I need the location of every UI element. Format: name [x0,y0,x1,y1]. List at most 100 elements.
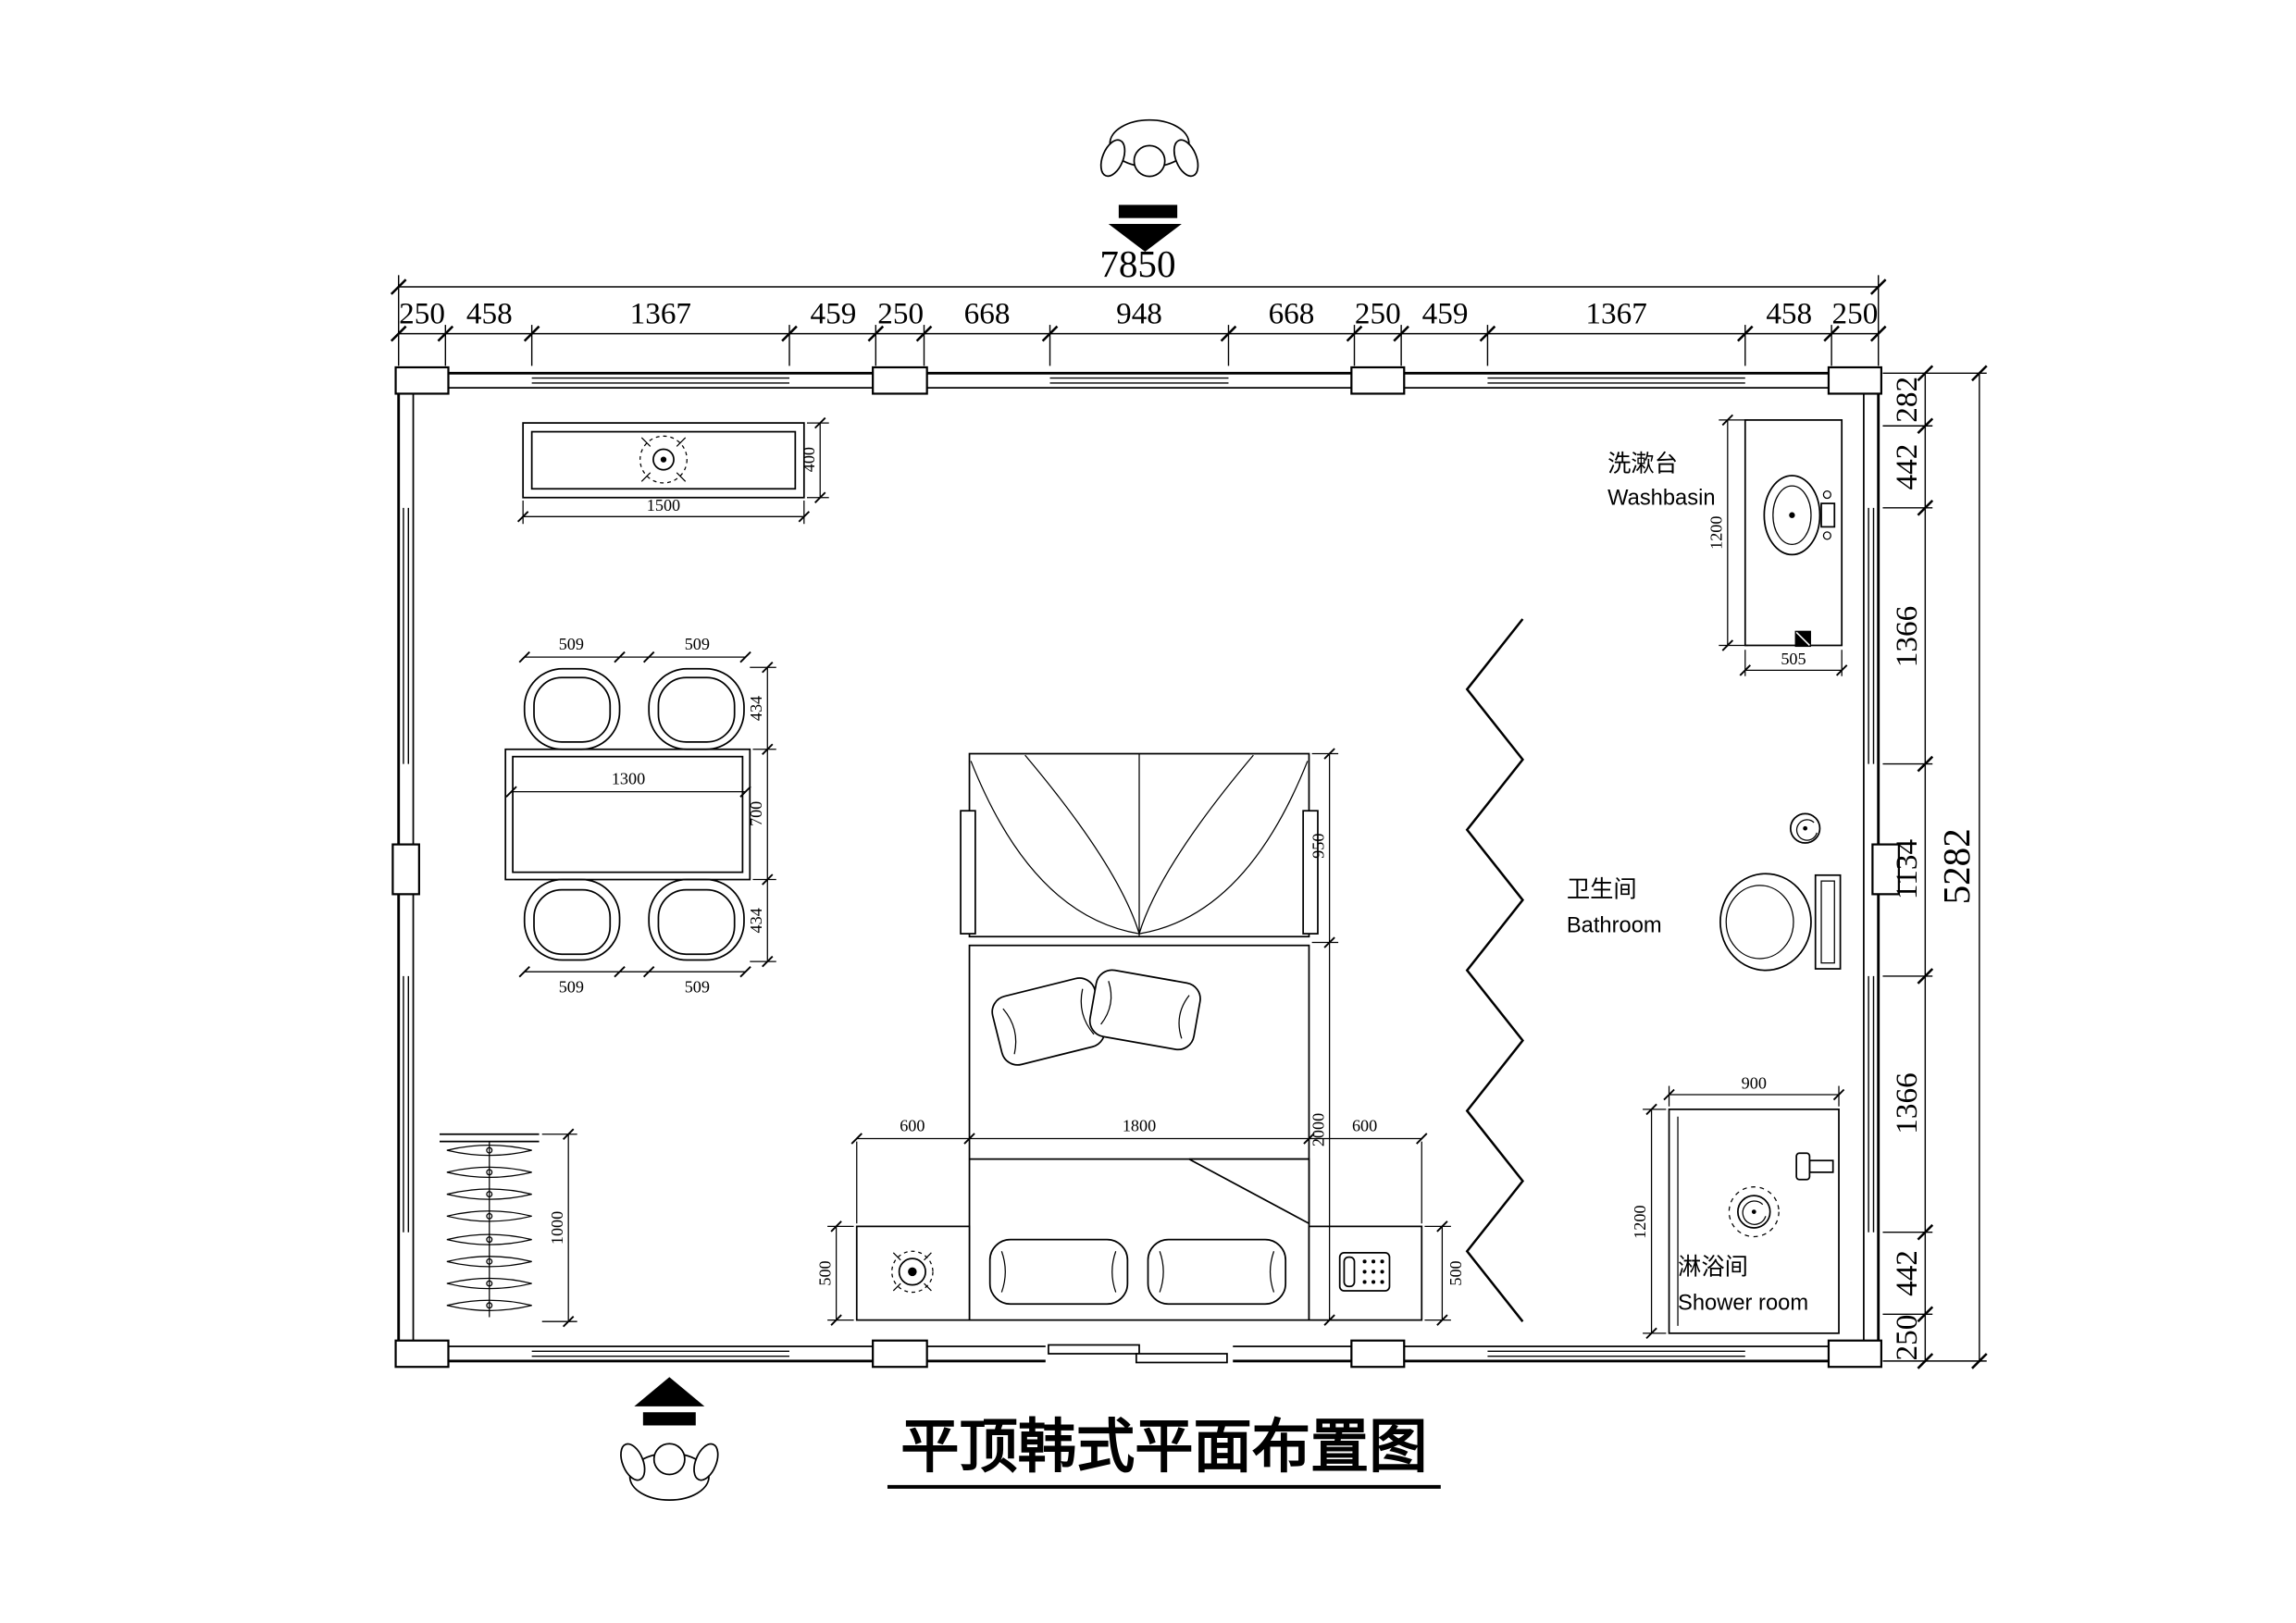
dim-top-seg-0: 250 [399,297,445,331]
floor-drain-spiral [1789,812,1821,844]
dim-top-seg-8: 250 [1355,297,1401,331]
dim-chair-depth-top: 434 [747,696,765,721]
dim-canopy-depth: 950 [1309,834,1327,859]
washbasin-counter: 1200 505 [1706,414,1848,676]
dim-nightstand-left: 500 [815,1260,834,1285]
dim-right-seg-3: 1134 [1890,838,1924,899]
dim-bed-length: 2000 [1309,1113,1327,1146]
tv-cabinet-dims [516,416,829,525]
dim-top-seg-4: 250 [877,297,924,331]
shower-head-icon [1795,1152,1834,1181]
room-label-washbasin-en: Washbasin [1607,487,1715,511]
hangers [446,1144,532,1311]
dim-chair-depth-bottom: 434 [747,908,765,933]
dim-bed-width: 1800 [1123,1117,1156,1135]
window-bottom-left [531,1350,790,1357]
dim-top-seg-7: 668 [1269,297,1315,331]
room-label-washbasin-cn: 洗漱台 [1607,451,1678,477]
window-left-lower [403,975,410,1233]
person-figure-bottom [620,1443,719,1502]
dim-right-seg-0: 282 [1890,377,1924,423]
window-top-left [531,377,790,384]
window-top-right [1487,377,1745,384]
room-label-shower-cn: 淋浴间 [1678,1255,1748,1281]
tv-cabinet: 1500 400 [516,416,829,525]
pillow-upper-left [991,977,1106,1066]
entry-door [1045,1342,1234,1366]
dining-chair-bottom-left [523,878,621,961]
dim-tv-depth: 400 [800,447,818,472]
washbasin-dims [1719,414,1848,676]
dim-table-depth: 700 [747,801,765,826]
entry-arrow-bottom [634,1377,705,1426]
dim-chair-tl: 509 [559,635,584,653]
bed-dims [827,748,1451,1327]
dim-chair-br: 509 [685,977,710,996]
wardrobe-rail: 1000 [440,1128,577,1328]
walls [391,365,1900,1369]
telephone-icon [1338,1251,1391,1292]
toilet [1719,873,1842,972]
dining-dims [505,650,776,978]
dimension-chain-right: 282 442 1366 1134 1366 442 250 5282 [1882,365,1989,1370]
dim-top-seg-11: 458 [1766,297,1812,331]
dim-bed-side-left: 600 [900,1117,925,1135]
shower-room: 900 1200 [1631,1074,1845,1340]
dim-top-seg-5: 668 [964,297,1011,331]
tv-decor-rays [640,437,687,482]
entry-arrow-top [1108,204,1182,253]
dim-right-seg-6: 250 [1890,1315,1924,1361]
bed [968,944,1310,1321]
dim-right-total: 5282 [1935,828,1978,904]
dim-chair-tr: 509 [685,635,710,653]
dim-top-seg-10: 1367 [1585,297,1646,331]
dim-right-seg-1: 442 [1890,444,1924,490]
dim-tv-width: 1500 [647,496,680,514]
folding-partition [1465,618,1525,1322]
dim-top-total: 7850 [1099,242,1175,285]
person-figure-top [1099,118,1199,178]
dim-top-seg-12: 250 [1832,297,1879,331]
blanket-fold [1188,1158,1310,1225]
pillow-lower-left [988,1238,1129,1306]
dim-chair-bl: 509 [559,977,584,996]
dim-nightstand-right: 500 [1446,1260,1465,1285]
dim-right-seg-4: 1366 [1890,1072,1924,1134]
pillow-upper-right [1088,969,1201,1051]
dim-top-seg-3: 459 [811,297,857,331]
dim-washbasin-length: 1200 [1706,516,1725,550]
lamp-rays [892,1252,932,1292]
dim-wardrobe-length: 1000 [548,1211,566,1245]
dining-set: 1300 509 509 509 509 434 700 434 [504,635,776,996]
dimension-chain-top: 7850 250 458 1367 459 250 668 948 668 25… [390,242,1887,366]
nightstand-left [855,1225,971,1321]
shower-drain [1728,1186,1780,1238]
dim-right-seg-2: 1366 [1890,606,1924,667]
pillow-lower-right [1147,1238,1287,1306]
window-bottom-right [1487,1350,1745,1357]
floor-drain-square [1794,630,1811,648]
window-top-center [1049,377,1229,384]
dining-chair-top-right [648,667,745,750]
window-right-lower [1868,975,1875,1233]
dining-chair-bottom-right [648,878,745,961]
dim-top-seg-9: 459 [1422,297,1469,331]
dim-shower-depth: 1200 [1631,1205,1649,1238]
room-label-shower-en: Shower room [1678,1292,1808,1316]
dim-washbasin-depth: 505 [1781,650,1806,668]
room-label-bathroom-en: Bathroom [1567,913,1662,937]
window-right-upper [1868,507,1875,764]
dim-top-seg-1: 458 [466,297,513,331]
window-left-upper [403,507,410,764]
shower-dims [1643,1085,1845,1340]
wardrobe-dims [541,1128,577,1328]
dim-top-seg-6: 948 [1116,297,1162,331]
wall-columns [391,365,1900,1369]
bed-canopy [960,752,1319,938]
room-label-bathroom-cn: 卫生间 [1567,877,1637,903]
dim-table-width: 1300 [612,770,645,788]
plan-title: 平顶韩式平面布置图 [900,1415,1427,1480]
dim-top-seg-2: 1367 [630,297,691,331]
